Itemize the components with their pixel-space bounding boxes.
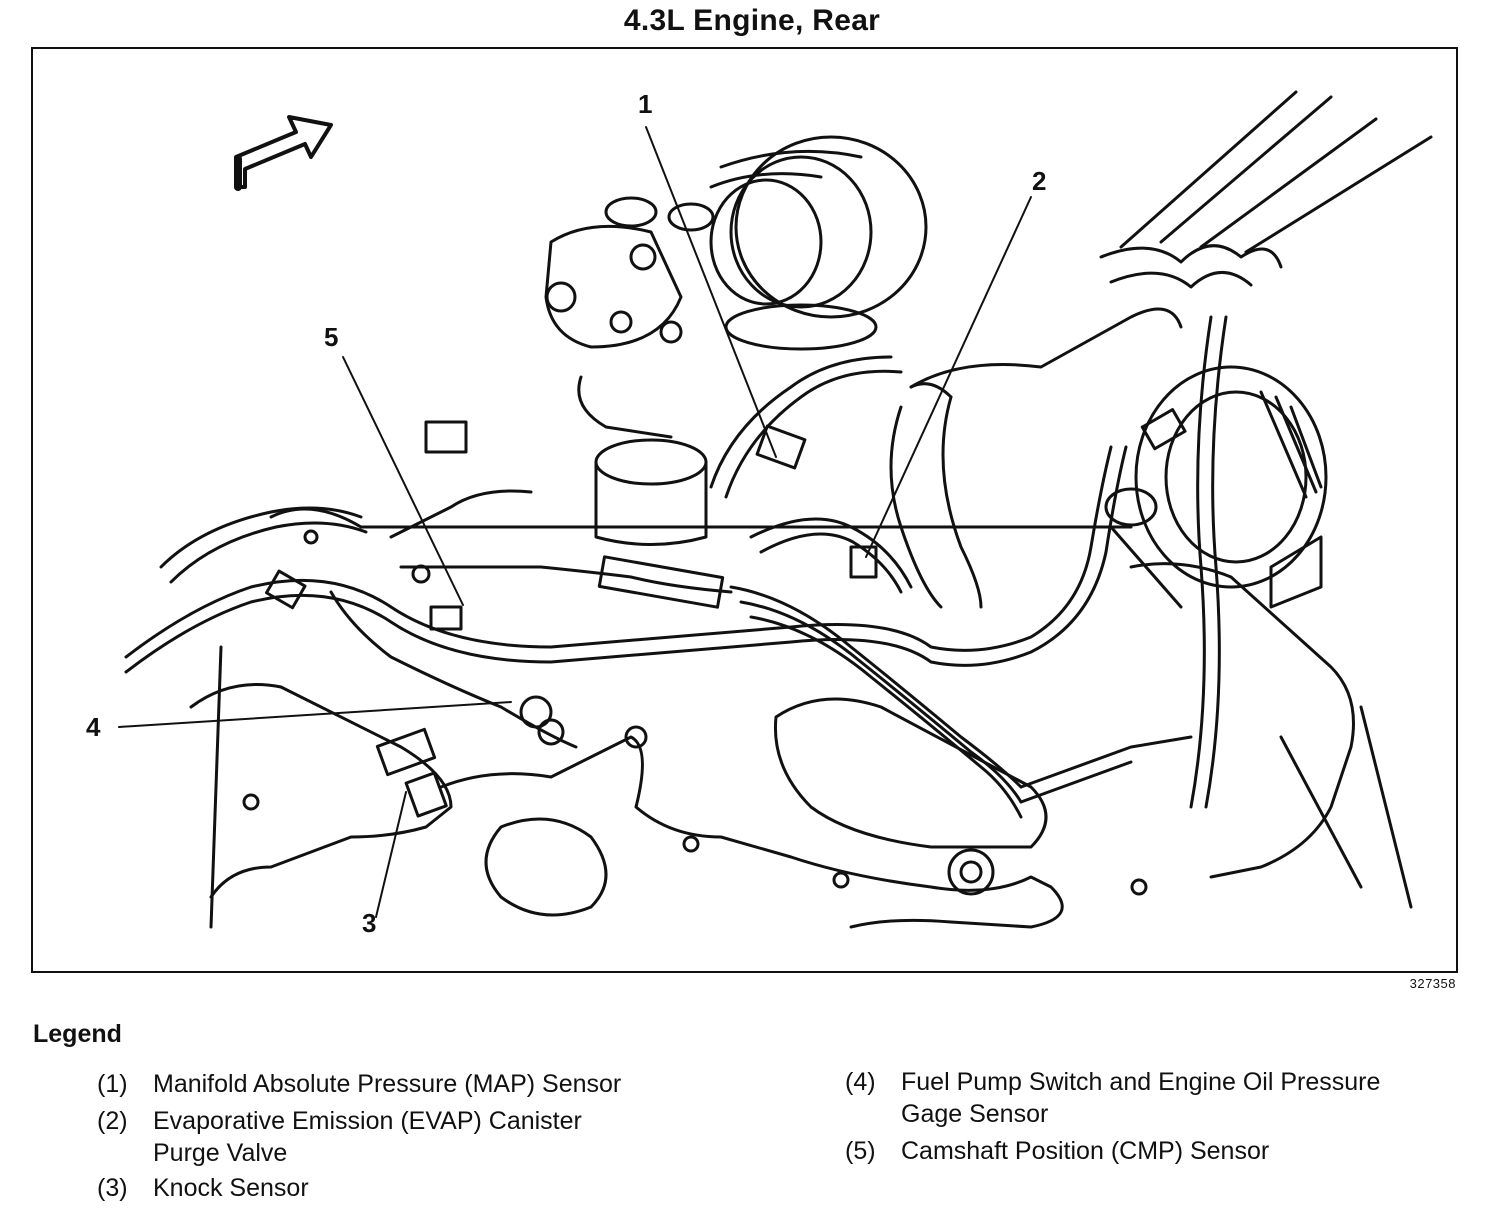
direction-arrow-icon <box>234 115 333 191</box>
intake-assembly <box>544 135 928 546</box>
legend-number: (5) <box>845 1137 876 1165</box>
diagram-title: 4.3L Engine, Rear <box>623 4 881 37</box>
engine-block <box>189 507 1413 929</box>
legend-text: Fuel Pump Switch and Engine Oil Pressure <box>901 1068 1381 1096</box>
engine-illustration <box>118 90 1433 929</box>
callout-4: 4 <box>86 712 101 742</box>
callout-2: 2 <box>1032 166 1047 196</box>
coolant-hose <box>889 307 1183 609</box>
legend-text: Knock Sensor <box>153 1174 309 1202</box>
figure-number: 327358 <box>1409 976 1456 991</box>
frame-rails <box>1099 90 1433 289</box>
fuel-lines <box>729 315 1228 819</box>
alternator <box>1104 365 1328 609</box>
sensor-components <box>265 420 878 818</box>
legend-text: Manifold Absolute Pressure (MAP) Sensor <box>153 1070 622 1098</box>
callout-1: 1 <box>638 89 653 119</box>
legend-text: Evaporative Emission (EVAP) Canister <box>153 1107 582 1135</box>
callout-5: 5 <box>324 322 339 352</box>
legend-text-continued: Gage Sensor <box>901 1100 1049 1128</box>
legend-number: (3) <box>97 1174 128 1202</box>
legend-number: (2) <box>97 1107 128 1135</box>
legend-heading: Legend <box>33 1020 122 1048</box>
legend-number: (4) <box>845 1068 876 1096</box>
callout-3: 3 <box>362 908 377 938</box>
callout-leader-lines <box>118 126 1032 918</box>
legend-text-continued: Purge Valve <box>153 1139 288 1167</box>
wiring-harness <box>124 355 1128 749</box>
illustration-frame <box>31 47 1458 973</box>
legend-text: Camshaft Position (CMP) Sensor <box>901 1137 1270 1165</box>
legend-number: (1) <box>97 1070 128 1098</box>
